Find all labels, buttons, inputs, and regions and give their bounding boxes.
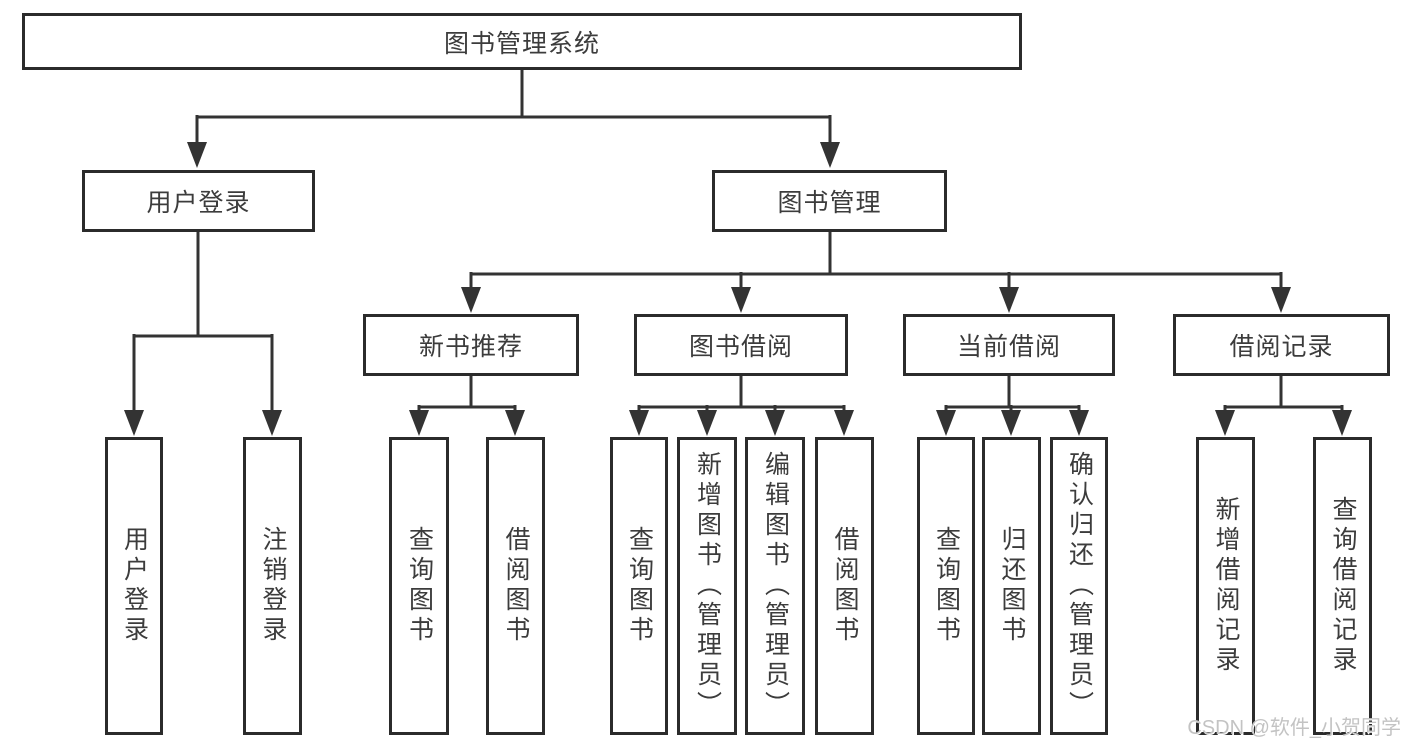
csdn-watermark: CSDN @软件_小贺同学 <box>1187 717 1401 739</box>
node-new-book-recommend: 新书推荐 <box>363 314 579 376</box>
leaf-label: 查询图书 <box>625 526 654 646</box>
leaf-logout: 注销登录 <box>243 437 302 735</box>
leaf-confirm-return-admin: 确认归还（管理员） <box>1050 437 1108 735</box>
leaf-query-borrow-record: 查询借阅记录 <box>1313 437 1372 735</box>
node-current-borrowing: 当前借阅 <box>903 314 1115 376</box>
node-library-management-system: 图书管理系统 <box>22 13 1022 70</box>
leaf-label: 查询图书 <box>405 526 434 646</box>
leaf-edit-books-admin: 编辑图书（管理员） <box>745 437 805 735</box>
leaf-label: 编辑图书（管理员） <box>761 451 790 721</box>
leaf-user-login: 用户登录 <box>105 437 163 735</box>
leaf-label: 借阅图书 <box>502 526 530 646</box>
leaf-borrow-books-borrowing: 借阅图书 <box>815 437 874 735</box>
leaf-label: 借阅图书 <box>831 526 859 646</box>
node-book-borrowing: 图书借阅 <box>634 314 848 376</box>
leaf-return-books: 归还图书 <box>982 437 1041 735</box>
leaf-label: 查询借阅记录 <box>1329 496 1357 676</box>
leaf-label: 查询图书 <box>932 526 961 646</box>
leaf-query-books-borrowing: 查询图书 <box>610 437 668 735</box>
leaf-query-books-recommend: 查询图书 <box>389 437 449 735</box>
node-user-login-branch: 用户登录 <box>82 170 315 232</box>
leaf-query-books-current: 查询图书 <box>917 437 975 735</box>
leaf-label: 用户登录 <box>120 526 149 646</box>
leaf-label: 确认归还（管理员） <box>1065 451 1094 721</box>
leaf-add-books-admin: 新增图书（管理员） <box>677 437 737 735</box>
leaf-add-borrow-record: 新增借阅记录 <box>1196 437 1255 735</box>
leaf-label: 新增借阅记录 <box>1212 496 1240 676</box>
node-book-management-branch: 图书管理 <box>712 170 947 232</box>
leaf-label: 注销登录 <box>259 526 287 646</box>
node-borrowing-records: 借阅记录 <box>1173 314 1390 376</box>
leaf-label: 归还图书 <box>998 526 1026 646</box>
leaf-label: 新增图书（管理员） <box>693 451 722 721</box>
leaf-borrow-books-recommend: 借阅图书 <box>486 437 545 735</box>
